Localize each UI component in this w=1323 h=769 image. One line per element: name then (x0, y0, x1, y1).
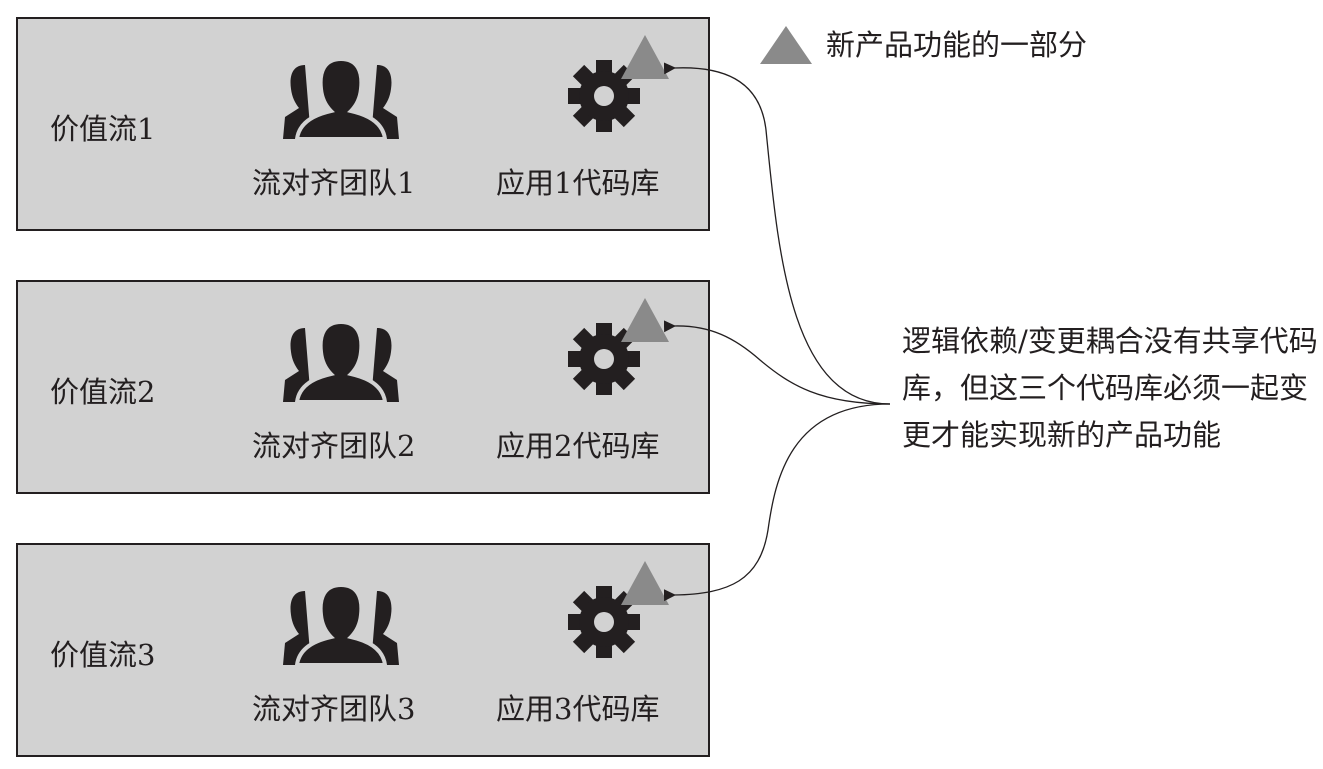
value-stream-1: 价值流1 流对齐团队1 应用1代码库 (16, 17, 710, 231)
legend-label: 新产品功能的一部分 (826, 28, 1088, 62)
repo-label: 应用1代码库 (496, 166, 660, 200)
team-label: 流对齐团队3 (252, 692, 416, 726)
value-stream-3: 价值流3 流对齐团队3 应用3代码库 (16, 543, 710, 757)
feature-triangle-icon (621, 35, 669, 79)
repo-label: 应用2代码库 (496, 429, 660, 463)
team-label: 流对齐团队2 (252, 429, 416, 463)
value-stream-2: 价值流2 流对齐团队2 应用2代码库 (16, 280, 710, 494)
users-icon (283, 59, 399, 139)
stream-label: 价值流2 (50, 375, 156, 409)
team-label: 流对齐团队1 (252, 166, 416, 200)
feature-triangle-icon (621, 298, 669, 342)
triangle-icon (760, 26, 812, 64)
users-icon (283, 585, 399, 665)
repo-label: 应用3代码库 (496, 692, 660, 726)
gear-icon (568, 323, 640, 395)
legend: 新产品功能的一部分 (760, 26, 1087, 64)
gear-icon (568, 60, 640, 132)
stream-label: 价值流3 (50, 638, 156, 672)
stream-label: 价值流1 (50, 112, 156, 146)
dependency-note: 逻辑依赖/变更耦合没有共享代码库，但这三个代码库必须一起变更才能实现新的产品功能 (902, 324, 1318, 452)
feature-triangle-icon (621, 561, 669, 605)
users-icon (283, 322, 399, 402)
